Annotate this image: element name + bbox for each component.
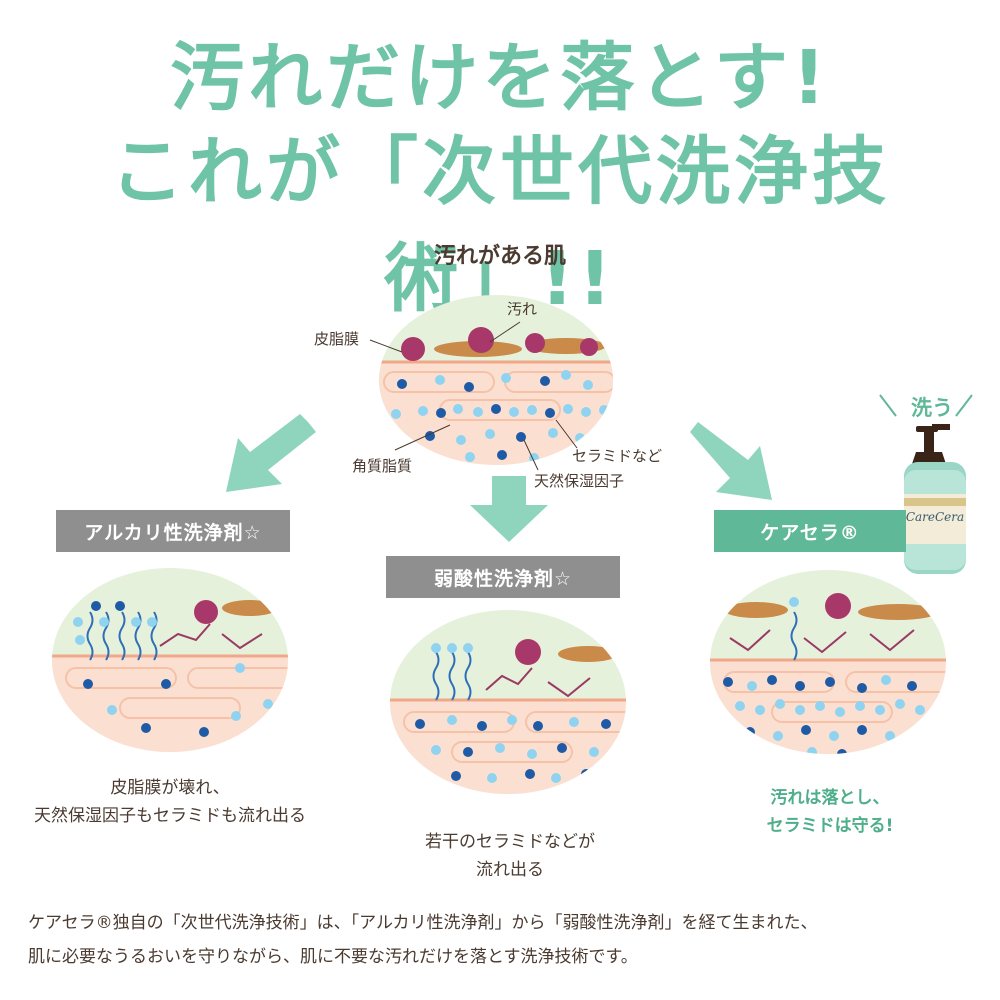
- carecera-caption-line-2: セラミドは守る!: [766, 816, 894, 836]
- arrow-to-carecera: [690, 422, 772, 500]
- label-ceramide: セラミドなど: [572, 447, 663, 465]
- footer-line-1: ケアセラ®独自の「次世代洗浄技術」は、「アルカリ性洗浄剤」から「弱酸性洗浄剤」を…: [28, 913, 818, 933]
- arrow-to-weak-acid: [470, 476, 548, 542]
- top-ceramide-dots: [391, 370, 609, 463]
- label-sebum: 皮脂膜: [314, 330, 360, 348]
- alkaline-caption: 皮脂膜が壊れ、 天然保湿因子もセラミドも流れ出る: [0, 774, 340, 830]
- carecera-skin-circle: [710, 570, 946, 754]
- footer-line-2: 肌に必要なうるおいを守りながら、肌に不要な汚れだけを落とす洗浄技術です。: [28, 947, 638, 967]
- label-nmf: 天然保湿因子: [534, 472, 625, 490]
- top-skin-circle: [379, 295, 613, 465]
- footer-description: ケアセラ®独自の「次世代洗浄技術」は、「アルカリ性洗浄剤」から「弱酸性洗浄剤」を…: [28, 906, 988, 974]
- label-keratin-lipid: 角質脂質: [352, 457, 413, 475]
- headline-line-1: 汚れだけを落とす!: [170, 35, 830, 121]
- wash-label: 洗う: [911, 396, 953, 420]
- top-diagram-title: 汚れがある肌: [433, 244, 566, 269]
- weak-acid-cleanser-label: 弱酸性洗浄剤☆: [386, 556, 620, 598]
- alkaline-caption-line-2: 天然保湿因子もセラミドも流れ出る: [34, 806, 306, 826]
- label-dirt: 汚れ: [507, 300, 538, 318]
- alkaline-skin-circle: [52, 568, 288, 752]
- alkaline-cleanser-label: アルカリ性洗浄剤☆: [56, 510, 290, 552]
- weak-acid-caption: 若干のセラミドなどが 流れ出る: [360, 828, 660, 884]
- weak-acid-skin-circle: [390, 610, 626, 794]
- headline-line-2: これが「次世代洗浄技術」!!: [110, 129, 890, 322]
- carecera-bottle-illustration: [879, 394, 973, 574]
- bottle-brand-text: CareCera: [905, 510, 965, 524]
- carecera-caption: 汚れは落とし、 セラミドは守る!: [700, 784, 960, 840]
- arrow-to-alkaline: [226, 414, 316, 492]
- weak-acid-caption-line-2: 流れ出る: [476, 860, 544, 880]
- weak-acid-caption-line-1: 若干のセラミドなどが: [425, 832, 595, 852]
- carecera-label: ケアセラ®: [714, 510, 906, 552]
- carecera-caption-line-1: 汚れは落とし、: [770, 788, 890, 808]
- alkaline-caption-line-1: 皮脂膜が壊れ、: [110, 778, 230, 798]
